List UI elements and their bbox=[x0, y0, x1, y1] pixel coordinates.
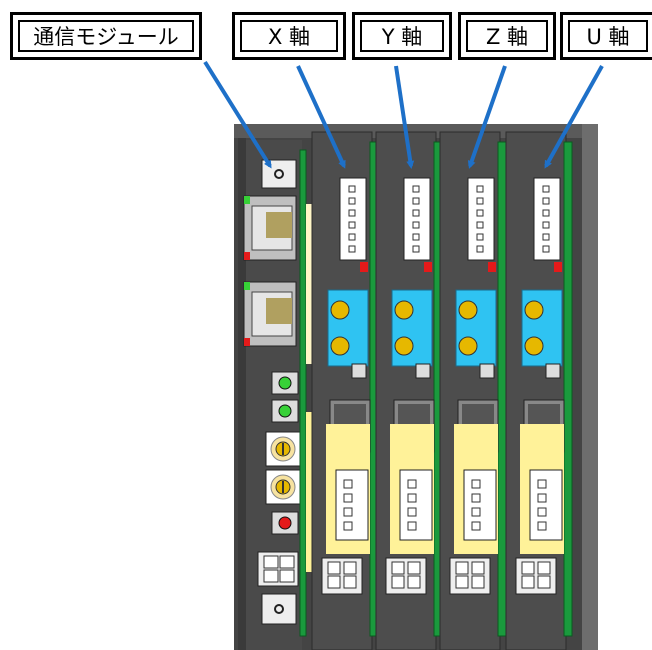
rotary-switch-icon bbox=[266, 432, 300, 466]
led-green-icon bbox=[279, 377, 291, 389]
rotary-switch-icon bbox=[266, 470, 300, 504]
axis-module-z bbox=[440, 132, 506, 650]
axis-module-x bbox=[312, 132, 378, 650]
axis-module-u bbox=[506, 132, 572, 650]
comm-module bbox=[244, 140, 306, 650]
led-red-icon bbox=[279, 517, 291, 529]
ethernet-port-icon bbox=[244, 282, 296, 346]
axis-module-y bbox=[376, 132, 442, 650]
power-connector-icon bbox=[258, 552, 298, 586]
led-green-icon bbox=[279, 405, 291, 417]
ethernet-port-icon bbox=[244, 196, 296, 260]
